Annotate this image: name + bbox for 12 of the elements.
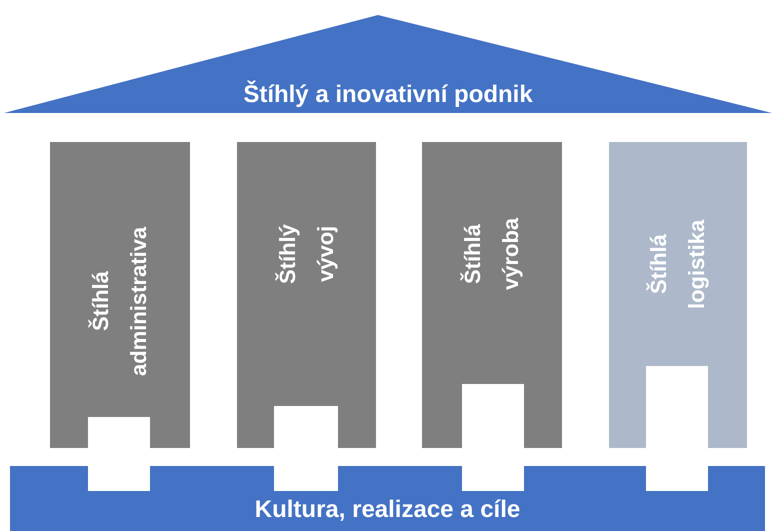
roof-title: Štíhlý a inovativní podnik — [243, 81, 533, 109]
roof-triangle — [4, 15, 772, 113]
pillar-label: Štíhlá administrativa — [87, 226, 152, 378]
pillar — [237, 142, 376, 448]
base-label: Kultura, realizace a cíle — [254, 496, 520, 524]
pillar — [609, 142, 747, 448]
pillar-label: Štíhlá logistika — [645, 218, 710, 311]
pillar-label: Štíhlý vývoj — [274, 223, 338, 286]
pillar — [50, 142, 190, 448]
pillar — [422, 142, 562, 448]
pillar-label: Štíhlá výroba — [459, 216, 524, 292]
base-bar — [10, 466, 765, 531]
